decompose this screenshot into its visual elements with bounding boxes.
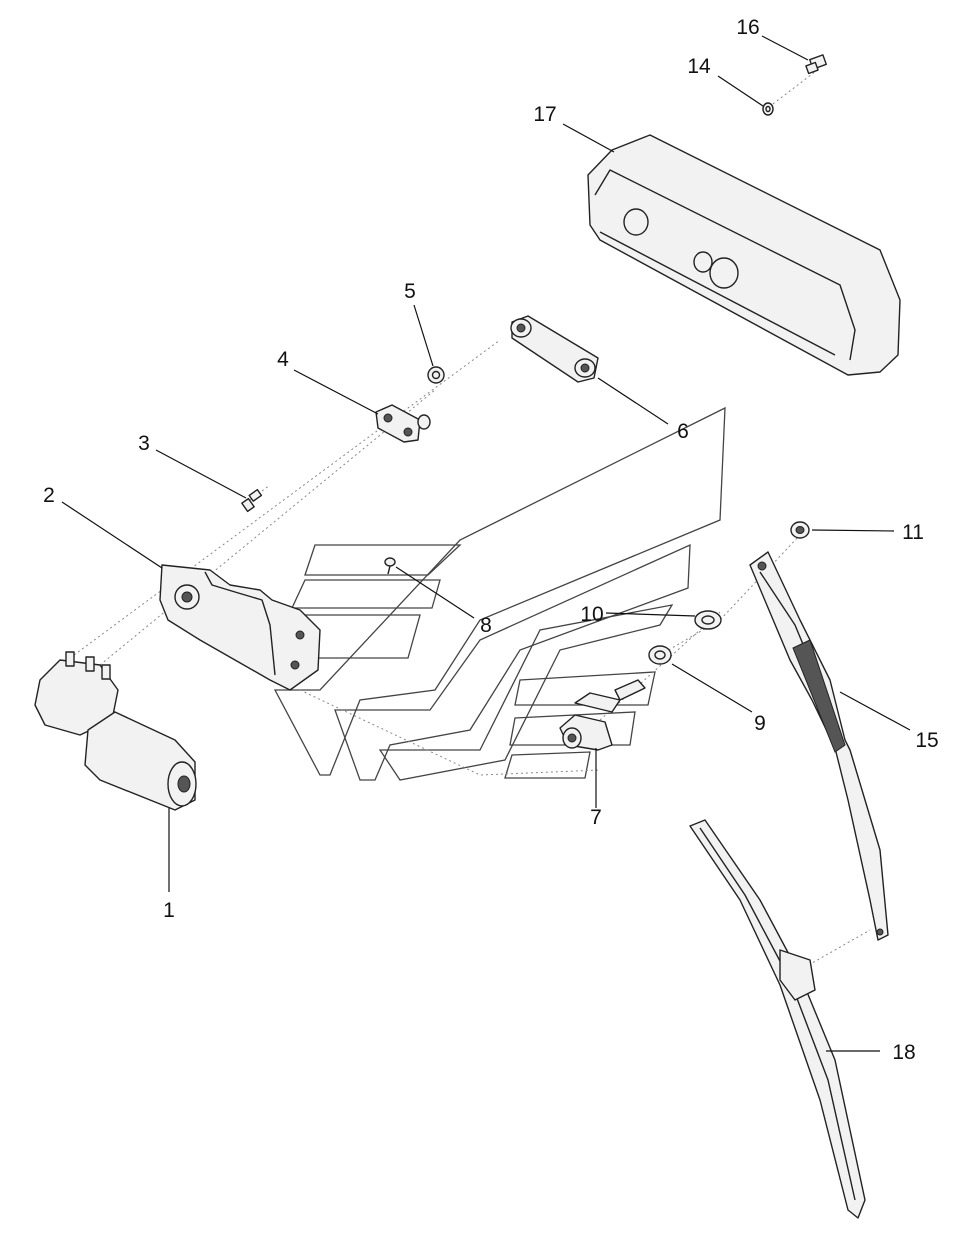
- callout-1: 1: [163, 899, 175, 922]
- part-6-link-rod: [510, 315, 599, 383]
- callout-3: 3: [138, 432, 150, 455]
- part-17-cover: [587, 134, 901, 376]
- callout-7: 7: [590, 806, 602, 829]
- callout-10: 10: [580, 603, 603, 626]
- part-9-washer: [648, 645, 672, 665]
- part-1-wiper-motor: [34, 651, 197, 811]
- callout-labels: 1 2 3 4 5 6 7 8 9 10 11 14 15 16 17 18: [43, 16, 939, 1064]
- callout-6: 6: [677, 420, 689, 443]
- part-14-washer: [762, 102, 774, 116]
- callout-14: 14: [687, 55, 711, 78]
- callout-18: 18: [892, 1041, 915, 1064]
- callout-2: 2: [43, 484, 55, 507]
- leader-lines: [61, 35, 911, 1052]
- callout-15: 15: [915, 729, 938, 752]
- part-16-bolt: [805, 54, 827, 75]
- callout-17: 17: [533, 103, 556, 126]
- assembly-axis-lines: [69, 67, 871, 971]
- part-4-crank: [375, 404, 431, 443]
- part-7-wiper-shaft: [559, 679, 646, 751]
- part-3-screw: [241, 488, 263, 513]
- part-10-washer: [694, 610, 722, 630]
- part-2-mounting-plate: [159, 564, 321, 691]
- callout-8: 8: [480, 614, 492, 637]
- background-chevron-outline: [273, 406, 726, 781]
- callout-11: 11: [902, 521, 924, 544]
- callout-9: 9: [754, 712, 766, 735]
- part-5-nut: [427, 366, 445, 384]
- part-18-wiper-blade: [689, 819, 866, 1219]
- callout-16: 16: [736, 16, 759, 39]
- callout-4: 4: [277, 348, 289, 371]
- part-8-screw: [384, 557, 396, 575]
- part-15-wiper-arm: [749, 551, 889, 941]
- part-11-nut: [790, 521, 810, 539]
- callout-5: 5: [404, 280, 416, 303]
